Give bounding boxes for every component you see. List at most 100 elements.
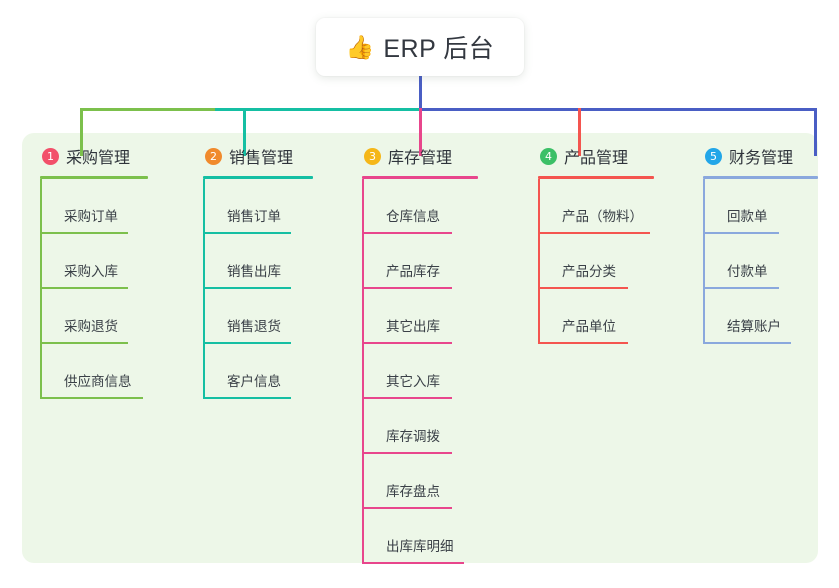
column-header-rule xyxy=(40,176,148,179)
connector-drop-1 xyxy=(80,108,83,156)
list-item-label: 采购入库 xyxy=(64,264,118,279)
list-item-rule xyxy=(40,342,128,344)
list-item-label: 采购订单 xyxy=(64,209,118,224)
list-item[interactable]: 产品（物料） xyxy=(538,179,654,234)
list-item-rule xyxy=(203,342,291,344)
list-item-rule xyxy=(703,287,779,289)
list-item-rule xyxy=(362,397,452,399)
list-item-label: 产品单位 xyxy=(562,319,616,334)
list-item-rule xyxy=(203,397,291,399)
list-item[interactable]: 产品单位 xyxy=(538,289,654,344)
column-spine xyxy=(203,179,205,399)
column-title: 销售管理 xyxy=(229,150,294,167)
list-item-rule xyxy=(40,397,143,399)
list-item-label: 产品分类 xyxy=(562,264,616,279)
list-item[interactable]: 回款单 xyxy=(703,179,818,234)
column-items: 仓库信息产品库存其它出库其它入库库存调拨库存盘点出库库明细 xyxy=(362,179,478,564)
list-item[interactable]: 产品库存 xyxy=(362,234,478,289)
column-header-4[interactable]: 4 产品管理 xyxy=(538,143,654,169)
list-item[interactable]: 采购入库 xyxy=(40,234,148,289)
list-item-rule xyxy=(538,342,628,344)
list-item-label: 供应商信息 xyxy=(64,374,132,389)
list-item-rule xyxy=(40,232,128,234)
list-item-rule xyxy=(362,232,452,234)
connector-drop-5 xyxy=(814,108,817,156)
column-header-2[interactable]: 2 销售管理 xyxy=(203,143,313,169)
column-4: 4 产品管理产品（物料） 产品分类产品单位 xyxy=(538,143,654,344)
list-item-rule xyxy=(203,287,291,289)
list-item[interactable]: 产品分类 xyxy=(538,234,654,289)
column-2: 2 销售管理销售订单销售出库销售退货客户信息 xyxy=(203,143,313,399)
list-item[interactable]: 库存盘点 xyxy=(362,454,478,509)
list-item[interactable]: 付款单 xyxy=(703,234,818,289)
list-item-rule xyxy=(362,507,452,509)
column-header-rule xyxy=(538,176,654,179)
list-item[interactable]: 供应商信息 xyxy=(40,344,148,399)
column-header-1[interactable]: 1 采购管理 xyxy=(40,143,148,169)
connector-bus-green xyxy=(80,108,215,111)
column-number-badge: 5 xyxy=(705,147,722,165)
connector-bus-teal xyxy=(215,108,420,111)
connector-stem xyxy=(419,74,422,110)
list-item[interactable]: 采购退货 xyxy=(40,289,148,344)
list-item-label: 结算账户 xyxy=(727,319,781,334)
column-number-badge: 1 xyxy=(42,147,59,165)
column-1: 1 采购管理采购订单采购入库采购退货供应商信息 xyxy=(40,143,148,399)
list-item-label: 产品库存 xyxy=(386,264,440,279)
column-header-5[interactable]: 5 财务管理 xyxy=(703,143,818,169)
root-node-card[interactable]: 👍 ERP 后台 xyxy=(316,18,524,76)
list-item-label: 付款单 xyxy=(727,264,768,279)
list-item-rule xyxy=(362,452,452,454)
list-item-rule xyxy=(703,342,791,344)
list-item[interactable]: 出库库明细 xyxy=(362,509,478,564)
column-number-badge: 2 xyxy=(205,147,222,165)
column-title: 产品管理 xyxy=(564,150,629,167)
list-item[interactable]: 采购订单 xyxy=(40,179,148,234)
list-item-label: 库存调拨 xyxy=(386,429,440,444)
column-number-badge: 4 xyxy=(540,147,557,165)
column-header-rule xyxy=(203,176,313,179)
list-item-rule xyxy=(203,232,291,234)
list-item-label: 产品（物料） xyxy=(562,209,643,224)
column-spine xyxy=(538,179,540,344)
column-title: 采购管理 xyxy=(66,150,131,167)
column-title: 财务管理 xyxy=(729,150,794,167)
list-item-label: 仓库信息 xyxy=(386,209,440,224)
column-spine xyxy=(362,179,364,564)
list-item[interactable]: 其它入库 xyxy=(362,344,478,399)
list-item[interactable]: 仓库信息 xyxy=(362,179,478,234)
list-item[interactable]: 库存调拨 xyxy=(362,399,478,454)
list-item-label: 客户信息 xyxy=(227,374,281,389)
list-item-rule xyxy=(362,287,452,289)
list-item-label: 出库库明细 xyxy=(386,539,454,554)
list-item[interactable]: 销售退货 xyxy=(203,289,313,344)
connector-drop-4 xyxy=(578,108,581,156)
list-item-label: 销售退货 xyxy=(227,319,281,334)
list-item-label: 其它出库 xyxy=(386,319,440,334)
list-item[interactable]: 其它出库 xyxy=(362,289,478,344)
list-item[interactable]: 结算账户 xyxy=(703,289,818,344)
connector-drop-3 xyxy=(419,108,422,156)
list-item-rule xyxy=(362,342,452,344)
list-item-label: 其它入库 xyxy=(386,374,440,389)
column-spine xyxy=(40,179,42,399)
column-header-rule xyxy=(362,176,478,179)
list-item-rule xyxy=(40,287,128,289)
connector-bus-blue xyxy=(420,108,817,111)
list-item-label: 销售出库 xyxy=(227,264,281,279)
column-items: 产品（物料） 产品分类产品单位 xyxy=(538,179,654,344)
list-item-label: 销售订单 xyxy=(227,209,281,224)
column-5: 5 财务管理回款单付款单结算账户 xyxy=(703,143,818,344)
list-item[interactable]: 销售订单 xyxy=(203,179,313,234)
list-item-rule xyxy=(538,287,628,289)
list-item-label: 库存盘点 xyxy=(386,484,440,499)
column-header-rule xyxy=(703,176,818,179)
list-item-label: 回款单 xyxy=(727,209,768,224)
list-item-rule xyxy=(362,562,464,564)
list-item[interactable]: 销售出库 xyxy=(203,234,313,289)
list-item[interactable]: 客户信息 xyxy=(203,344,313,399)
column-items: 销售订单销售出库销售退货客户信息 xyxy=(203,179,313,399)
column-items: 采购订单采购入库采购退货供应商信息 xyxy=(40,179,148,399)
